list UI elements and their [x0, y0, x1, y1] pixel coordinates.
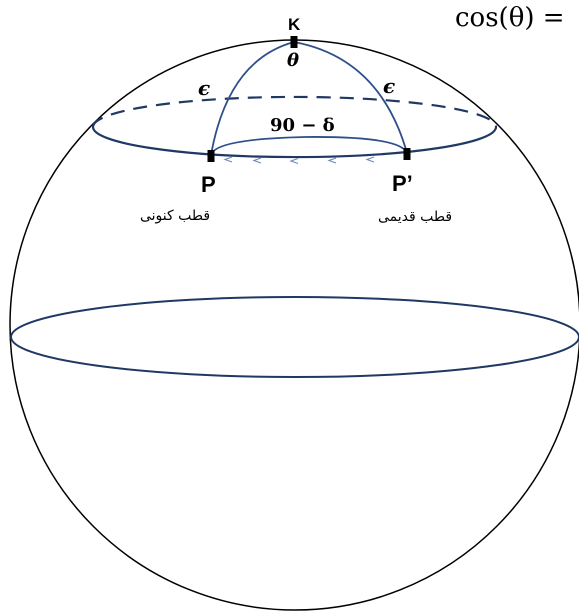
- p-prime-marker: [403, 148, 411, 160]
- old-pole-caption: قطب قدیمی: [378, 209, 452, 225]
- k-marker: [290, 36, 298, 48]
- arrow-chevron: [365, 156, 375, 163]
- arc-left-epsilon-label: ϵ: [198, 76, 210, 100]
- arc-k-to-p: [210, 41, 295, 156]
- arc-base-label: 90 − δ: [270, 115, 335, 136]
- arrow-chevron: [327, 157, 337, 164]
- arc-right-epsilon-label: ϵ: [383, 74, 395, 98]
- point-p-prime-label: P’: [392, 171, 413, 196]
- p-marker: [207, 150, 215, 162]
- angle-theta-label: θ: [287, 50, 299, 71]
- arrow-chevron: [289, 157, 299, 165]
- precession-arrows: [223, 156, 375, 165]
- arrow-chevron: [223, 156, 233, 163]
- arrow-chevron: [252, 157, 262, 164]
- arc-k-to-p-prime: [293, 41, 408, 154]
- arc-p-to-p-prime: [210, 136, 408, 156]
- small-circle-front: [91, 126, 498, 159]
- point-k-label: K: [288, 15, 301, 34]
- equator-circle: [10, 296, 579, 378]
- small-circle-back: [91, 95, 498, 128]
- formula-fragment: cos(θ) =: [455, 3, 565, 33]
- current-pole-caption: قطب کنونی: [140, 208, 210, 224]
- point-p-label: P: [201, 172, 216, 197]
